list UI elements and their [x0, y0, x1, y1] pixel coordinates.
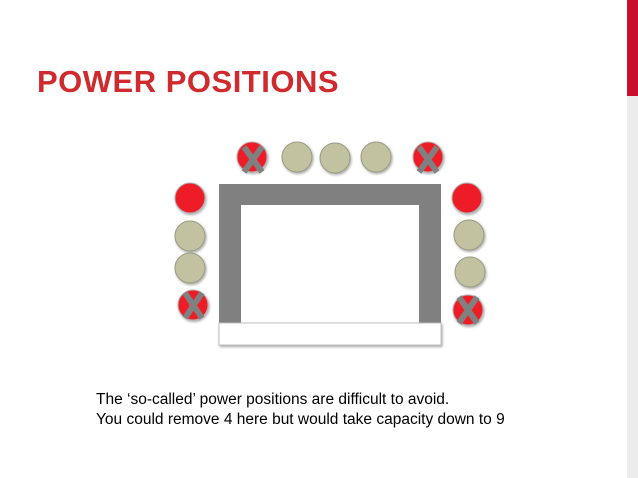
right-edge-bar — [627, 0, 638, 478]
top-chairs — [236, 141, 444, 174]
left-chairs: C — [174, 182, 209, 321]
table-inner-opening — [241, 205, 419, 325]
chair-top-5 — [412, 141, 444, 174]
caption-line-2: You could remove 4 here but would take c… — [96, 411, 505, 428]
caption-line-1: The ‘so-called’ power positions are diff… — [96, 391, 450, 408]
x-mark-icon — [182, 291, 205, 320]
chair-top-4 — [360, 141, 392, 173]
right-chairs — [451, 182, 486, 326]
chair-right-3 — [454, 256, 486, 288]
table-front-panel — [218, 322, 442, 346]
chair-left-1 — [174, 182, 206, 214]
chair-left-3 — [174, 252, 206, 284]
chair-top-1 — [236, 141, 268, 174]
chair-right-1 — [451, 182, 483, 214]
chair-top-2 — [281, 141, 313, 173]
slide-title: POWER POSITIONS — [37, 64, 340, 99]
conference-table — [218, 184, 442, 346]
caption-text: The ‘so-called’ power positions are diff… — [96, 390, 505, 430]
x-mark-icon — [241, 145, 265, 174]
chair-right-4 — [452, 294, 484, 326]
right-edge-accent — [627, 0, 638, 96]
x-mark-icon — [456, 295, 480, 325]
x-mark-icon — [416, 145, 440, 174]
chair-left-4: C — [177, 289, 209, 321]
chair-left-2 — [174, 220, 206, 252]
chair-right-2 — [453, 219, 485, 251]
chair-top-3 — [319, 142, 351, 174]
